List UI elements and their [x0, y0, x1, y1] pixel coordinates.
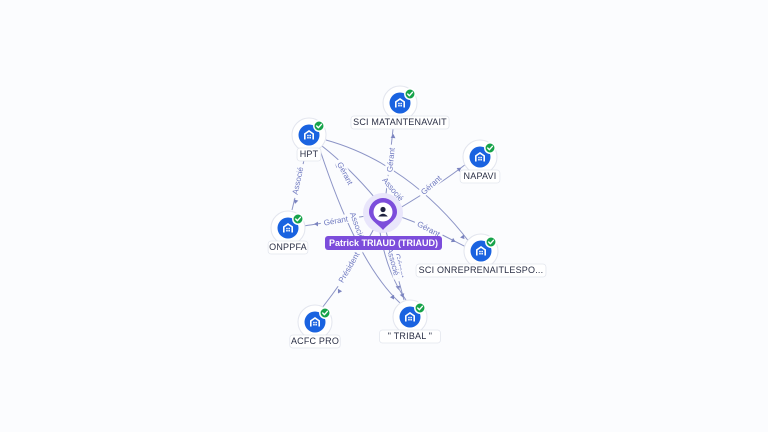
company-label: HPT — [300, 149, 319, 159]
relation-edge — [325, 139, 471, 244]
arrow-icon — [389, 294, 395, 300]
check-icon — [319, 307, 331, 319]
person-icon — [378, 206, 388, 217]
relation-label-bg — [333, 246, 364, 289]
company-node-tribal[interactable]: " TRIBAL " — [379, 299, 441, 344]
node-circle — [399, 306, 421, 328]
arrow-icon — [399, 293, 405, 298]
check-icon — [484, 142, 496, 154]
arrow-icon — [337, 288, 343, 294]
relation-label-group: Associé — [289, 162, 306, 199]
company-label: ACFC PRO — [291, 336, 339, 346]
company-node-sci-matantenavait[interactable]: SCI MATANTENAVAIT — [350, 85, 450, 130]
center-node[interactable]: Patrick TRIAUD (TRIAUD) — [325, 193, 442, 250]
company-label: " TRIBAL " — [388, 331, 432, 341]
check-icon — [404, 88, 416, 100]
company-icon — [283, 223, 293, 233]
company-label: SCI MATANTENAVAIT — [353, 117, 447, 127]
node-label-bg — [459, 169, 501, 184]
relation-label-group: Président — [333, 246, 364, 289]
relation-label: Président — [337, 250, 362, 284]
check-icon — [414, 302, 426, 314]
node-label-bg — [415, 263, 547, 278]
company-label: SCI ONREPRENAITLESPO... — [419, 265, 544, 275]
company-icon — [476, 246, 486, 256]
node-circle — [304, 311, 326, 333]
relation-edge — [321, 145, 376, 199]
company-node-napavi[interactable]: NAPAVI — [459, 139, 501, 184]
arrow-icon — [450, 237, 456, 243]
company-icon — [310, 317, 320, 327]
company-label: NAPAVI — [464, 171, 497, 181]
node-label-bg — [289, 334, 341, 349]
company-node-acfc-pro[interactable]: ACFC PRO — [289, 304, 341, 349]
company-icon — [304, 130, 314, 140]
node-label-bg — [350, 115, 450, 130]
node-circle — [389, 92, 411, 114]
company-icon — [405, 312, 415, 322]
arrow-icon — [293, 199, 299, 204]
arrow-icon — [456, 167, 462, 172]
nodes-layer: SCI MATANTENAVAIT HPT NAPAVI ONPPFA SCI ONRE… — [267, 85, 547, 349]
arrow-icon — [314, 221, 318, 227]
center-label-bg — [325, 236, 442, 250]
relation-label: Gérant — [323, 214, 349, 227]
node-label-bg — [267, 240, 309, 255]
arrow-icon — [390, 134, 396, 139]
company-icon — [395, 98, 405, 108]
node-circle — [277, 217, 299, 239]
arrow-icon — [460, 234, 465, 240]
relation-label-bg — [334, 157, 357, 189]
company-icon — [475, 152, 485, 162]
check-icon — [485, 236, 497, 248]
node-circle — [470, 240, 492, 262]
relation-label-bg — [347, 207, 368, 244]
relation-label: Gérant — [385, 146, 397, 172]
relation-label-bg — [319, 213, 352, 228]
relation-label-bg — [384, 243, 403, 280]
company-label: ONPPFA — [269, 242, 307, 252]
center-label: Patrick TRIAUD (TRIAUD) — [329, 238, 438, 248]
relation-label: Associé — [291, 166, 306, 196]
relation-label-group: Gérant — [319, 213, 352, 228]
relation-label-bg — [413, 217, 445, 240]
relation-label-bg — [378, 172, 408, 206]
check-icon — [292, 213, 304, 225]
company-node-sci-onreprenaitlespo[interactable]: SCI ONREPRENAITLESPO... — [415, 233, 547, 278]
node-circle — [469, 146, 491, 168]
relation-label: Gérant — [335, 161, 355, 188]
relation-label-bg — [416, 171, 446, 199]
relation-label-bg — [289, 162, 306, 199]
relation-label-bg — [384, 144, 397, 176]
relation-label-group: Gérant — [416, 171, 446, 199]
company-node-hpt[interactable]: HPT — [291, 117, 327, 162]
relation-label-group: Gérant — [384, 144, 397, 176]
node-label-bg — [379, 329, 441, 344]
node-label-bg — [296, 147, 322, 162]
company-node-onppfa[interactable]: ONPPFA — [267, 210, 309, 255]
check-icon — [313, 120, 325, 132]
node-circle — [298, 124, 320, 146]
